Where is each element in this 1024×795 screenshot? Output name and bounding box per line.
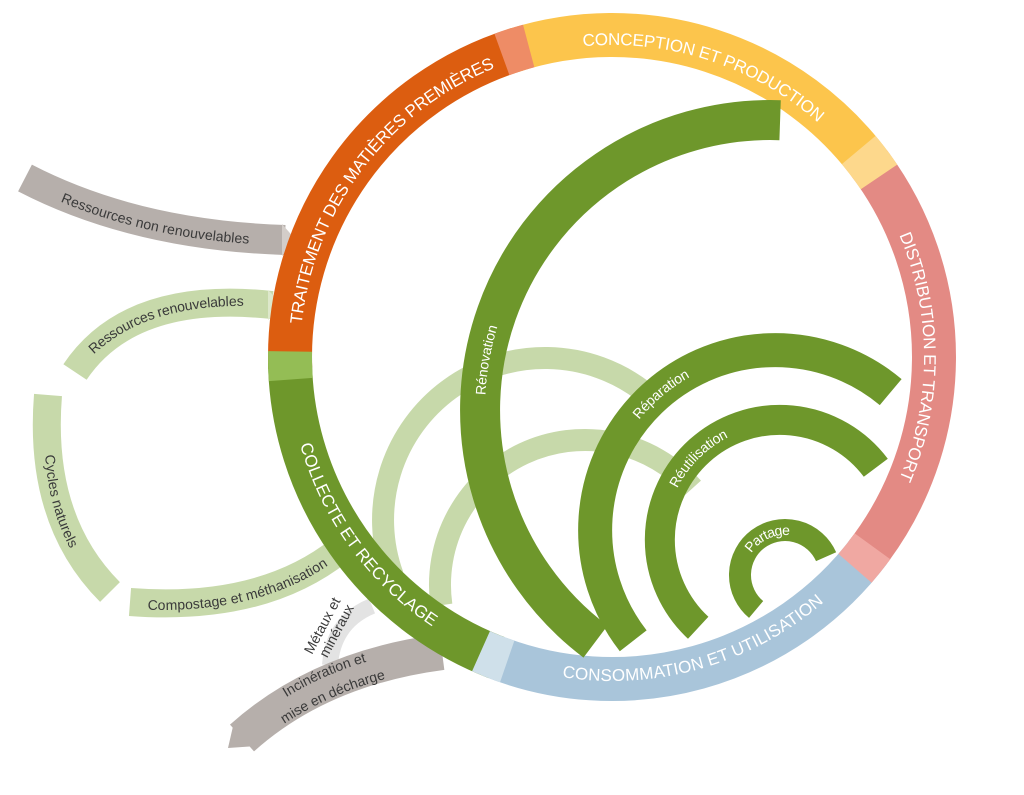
natural-cycles-arrow (32, 393, 121, 602)
arrowhead-icon (228, 722, 256, 748)
main-ring (267, 13, 956, 701)
arrow-tip-distribution (838, 533, 891, 583)
ring-design-production (505, 13, 891, 181)
metals-minerals-arrow (322, 598, 376, 666)
ring-raw-materials (268, 28, 525, 369)
ring-consumption (483, 537, 887, 701)
left-flows (18, 164, 445, 752)
reutilisation-loop (644, 404, 888, 639)
recycling-loop-inner (428, 428, 701, 607)
ring-collection (268, 362, 505, 679)
arrow-tip-consumption (472, 631, 515, 683)
reparation-loop (578, 333, 902, 652)
renovation-loop (460, 100, 781, 658)
composting-arrow (128, 538, 349, 618)
renewable-resources-arrow (63, 288, 274, 381)
ring-distribution (848, 149, 956, 569)
incineration-landfill-arrow (229, 634, 445, 752)
recycling-loop-outer (372, 347, 652, 580)
partage-loop (729, 519, 837, 618)
non-renewable-resources-arrow (18, 164, 286, 255)
arrow-tip-raw (494, 24, 535, 76)
arrow-tip-collection (267, 351, 313, 382)
arrow-tip-design (841, 135, 898, 190)
